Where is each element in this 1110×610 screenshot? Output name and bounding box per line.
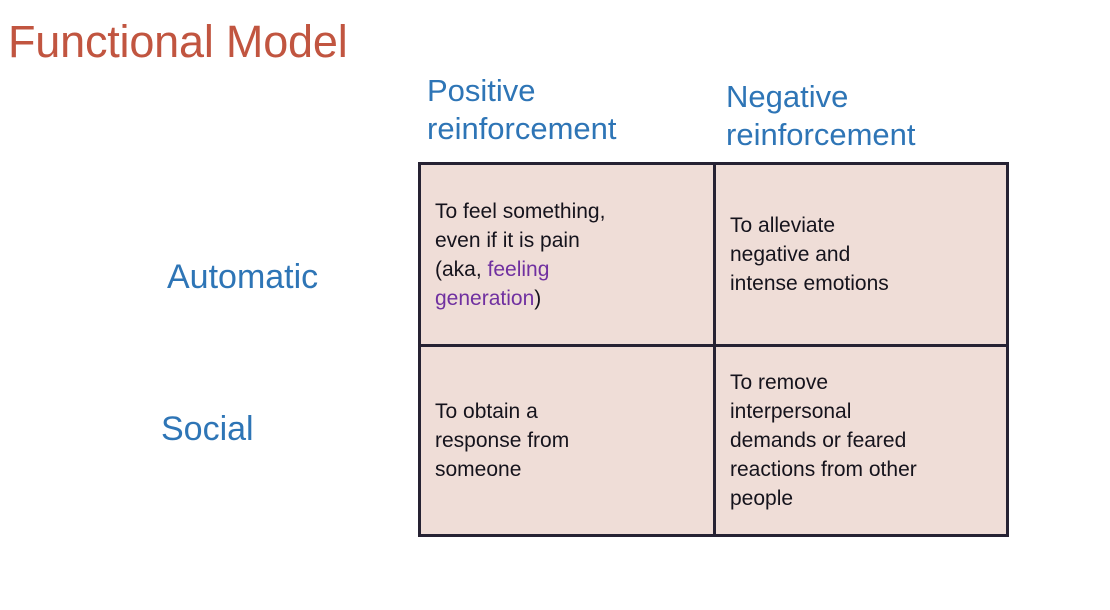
column-header-negative-reinforcement: Negative reinforcement [726, 79, 916, 152]
row-label-social: Social [161, 410, 254, 448]
cell-social-negative-reinforcement: To remove interpersonal demands or feare… [713, 344, 1009, 537]
cell-automatic-positive-highlight: feeling generation [435, 257, 550, 310]
cell-social-negative-text: To remove interpersonal demands or feare… [730, 371, 917, 510]
cell-social-positive-text: To obtain a response from someone [435, 400, 570, 481]
column-header-positive-reinforcement: Positive reinforcement [427, 73, 617, 146]
page-title: Functional Model [8, 16, 348, 67]
cell-automatic-positive-reinforcement: To feel something, even if it is pain (a… [418, 162, 716, 347]
cell-automatic-negative-reinforcement: To alleviate negative and intense emotio… [713, 162, 1009, 347]
functional-model-matrix: To feel something, even if it is pain (a… [418, 162, 1009, 537]
cell-automatic-positive-text-before: To feel something, even if it is pain (a… [435, 199, 606, 281]
cell-social-positive-reinforcement: To obtain a response from someone [418, 344, 716, 537]
row-label-automatic: Automatic [167, 258, 319, 296]
table-row: To feel something, even if it is pain (a… [418, 162, 1009, 347]
table-row: To obtain a response from someone To rem… [418, 344, 1009, 537]
cell-automatic-positive-text-after: ) [534, 286, 542, 310]
cell-automatic-positive-text: To feel something, even if it is pain (a… [435, 197, 713, 313]
cell-automatic-negative-text: To alleviate negative and intense emotio… [730, 214, 889, 295]
